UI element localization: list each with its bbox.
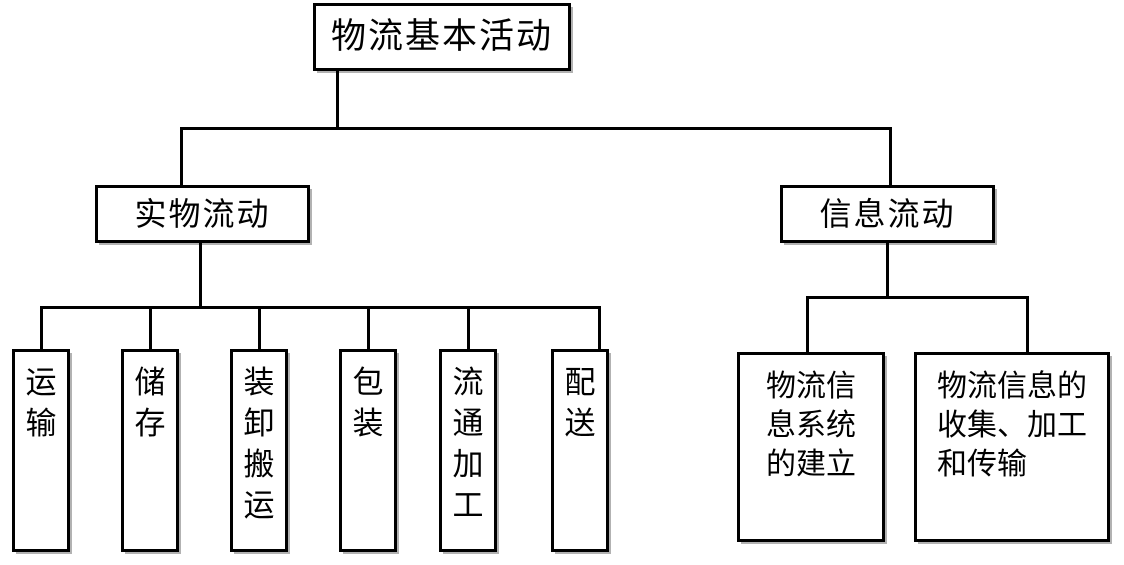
node-leaf-circulation-processing-label: 流 通 加 工 [452,365,484,524]
node-leaf-loading-handling-label: 装 卸 搬 运 [243,365,275,524]
node-leaf-logistics-info-system[interactable]: 物流信 息系统 的建立 [737,352,885,542]
node-leaf-storage[interactable]: 储 存 [121,349,179,552]
node-leaf-logistics-info-system-label: 物流信 息系统 的建立 [766,369,856,482]
connector-drop-leaf-distribution [598,306,601,351]
node-leaf-packaging[interactable]: 包 装 [339,349,397,552]
connector-drop-leaf-info-system [806,296,809,353]
connector-drop-leaf-transport [40,306,43,351]
node-leaf-packaging-label: 包 装 [352,365,384,442]
connector-drop-branch-physical [180,127,183,187]
connector-information-stem [886,243,889,299]
node-leaf-storage-label: 储 存 [134,365,166,442]
node-branch-information-flow-label: 信息流动 [819,195,956,233]
connector-physical-stem [199,243,202,309]
node-branch-physical-flow[interactable]: 实物流动 [95,185,310,243]
node-branch-information-flow[interactable]: 信息流动 [780,185,995,243]
connector-drop-leaf-handling [258,306,261,351]
node-leaf-transport[interactable]: 运 输 [12,349,70,552]
node-leaf-loading-handling[interactable]: 装 卸 搬 运 [230,349,288,552]
node-root[interactable]: 物流基本活动 [313,3,571,71]
node-leaf-distribution[interactable]: 配 送 [551,349,609,552]
connector-physical-bus [40,306,601,309]
connector-drop-branch-information [889,127,892,187]
connector-drop-leaf-storage [149,306,152,351]
node-branch-physical-flow-label: 实物流动 [134,195,271,233]
connector-level-two-bus [180,127,892,130]
connector-information-bus [806,296,1029,299]
connector-drop-leaf-packaging [367,306,370,351]
node-leaf-transport-label: 运 输 [25,365,57,442]
connector-drop-leaf-processing [467,306,470,351]
connector-drop-leaf-info-collection [1026,296,1029,353]
node-leaf-distribution-label: 配 送 [564,365,596,442]
node-leaf-logistics-info-collection-label: 物流信息的 收集、加工 和传输 [937,369,1087,482]
node-root-label: 物流基本活动 [330,16,553,57]
node-leaf-logistics-info-collection[interactable]: 物流信息的 收集、加工 和传输 [914,352,1110,542]
connector-root-stem [336,71,339,128]
node-leaf-circulation-processing[interactable]: 流 通 加 工 [439,349,497,552]
